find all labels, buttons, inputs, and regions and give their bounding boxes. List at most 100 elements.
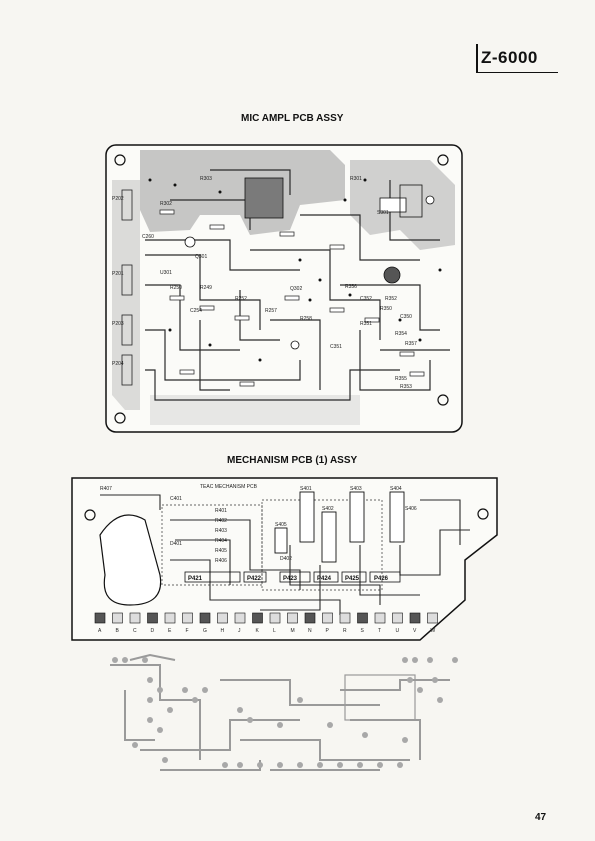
mic-pcb-title: MIC AMPL PCB ASSY [241, 113, 344, 124]
switch-label: S405 [275, 522, 287, 528]
terminal-pad [147, 612, 158, 624]
terminal-label: N [308, 628, 312, 634]
component-label: R351 [360, 321, 372, 327]
component-label: R352 [385, 296, 397, 302]
component-label: C401 [170, 496, 182, 502]
component-label: R250 [170, 285, 182, 291]
component-label: R354 [395, 331, 407, 337]
resistor-label: R401 [215, 508, 227, 514]
component-label: R258 [300, 316, 312, 322]
terminal-pad [392, 612, 403, 624]
terminal-pad [339, 612, 351, 624]
terminal-label: G [203, 628, 207, 634]
mount-hole-icon [437, 154, 449, 166]
component-label: P202 [112, 196, 124, 202]
component-label: Q302 [290, 286, 302, 292]
terminal-pad [357, 612, 368, 624]
terminal-pad [374, 612, 386, 624]
terminal-label: K [256, 628, 260, 634]
component-label: R249 [200, 285, 212, 291]
terminal-pad [164, 612, 176, 624]
component-label: R303 [200, 176, 212, 182]
connector-label: P421 [188, 576, 203, 582]
terminal-pad [322, 612, 333, 624]
terminal-label: C [133, 628, 137, 634]
terminal-label: H [221, 628, 225, 634]
component-label: R356 [345, 284, 357, 290]
terminal-pad [269, 612, 281, 624]
terminal-label: M [291, 628, 295, 634]
component-label: R350 [380, 306, 392, 312]
terminal-label: S [361, 628, 365, 634]
component-label: S301 [377, 210, 389, 216]
component-label: R407 [100, 486, 112, 492]
copper-pads [112, 657, 458, 768]
terminal-pad [217, 612, 228, 624]
component-label: P203 [112, 321, 124, 327]
component-label: D401 [170, 541, 182, 547]
terminal-label: T [378, 628, 381, 634]
resistor-label: R405 [215, 548, 227, 554]
switch-label: S401 [300, 486, 312, 492]
terminal-label: E [168, 628, 172, 634]
terminal-pad [94, 612, 106, 624]
component-label: R257 [265, 308, 277, 314]
component-label: R353 [400, 384, 412, 390]
terminal-pad [112, 612, 123, 624]
component-label: R355 [395, 376, 407, 382]
header-rule-horizontal [476, 72, 558, 73]
component-label: D402 [280, 556, 292, 562]
switch-label: S402 [322, 506, 334, 512]
mount-hole-icon [84, 509, 96, 521]
component-label: C350 [400, 314, 412, 320]
terminal-pad [234, 612, 246, 624]
terminal-pad [252, 612, 263, 624]
connector-label: P425 [345, 576, 360, 582]
terminal-pad [129, 612, 141, 624]
terminal-label: J [238, 628, 241, 634]
terminal-pad [182, 612, 193, 624]
mount-hole-icon [114, 154, 126, 166]
resistor-label: R402 [215, 518, 227, 524]
terminal-label: D [151, 628, 155, 634]
component-label: C351 [330, 344, 342, 350]
resistor-label: R404 [215, 538, 227, 544]
connector-label: P424 [317, 576, 332, 582]
connector-label: P423 [283, 576, 298, 582]
terminal-label: R [343, 628, 347, 634]
terminal-label: U [396, 628, 400, 634]
mech-pcb-title: MECHANISM PCB (1) ASSY [227, 455, 358, 466]
component-label: P204 [112, 361, 124, 367]
terminal-pad [287, 612, 298, 624]
component-label: R301 [350, 176, 362, 182]
connector-label: P422 [247, 576, 262, 582]
component-label: P201 [112, 271, 124, 277]
terminal-label: P [326, 628, 330, 634]
terminal-pad [304, 612, 316, 624]
component-label: R302 [160, 201, 172, 207]
mount-hole-icon [114, 412, 126, 424]
mount-hole-icon [437, 394, 449, 406]
terminal-pad [199, 612, 211, 624]
connector-label: P426 [374, 576, 389, 582]
terminal-pad [427, 612, 438, 624]
resistor-label: R406 [215, 558, 227, 564]
terminal-label: F [186, 628, 189, 634]
mech-pcb-copper-side [110, 653, 450, 771]
component-label: C352 [360, 296, 372, 302]
mount-hole-icon [477, 508, 489, 520]
component-label: R357 [405, 341, 417, 347]
terminal-label: A [98, 628, 102, 634]
terminal-pad [409, 612, 421, 624]
component-label: C260 [142, 234, 154, 240]
page-number: 47 [535, 812, 547, 823]
terminal-label: L [273, 628, 276, 634]
component-label: Q301 [195, 254, 207, 260]
switch-label: S404 [390, 486, 402, 492]
header-rule-vertical [476, 44, 478, 72]
component-label: C254 [190, 308, 202, 314]
terminal-label: W [431, 628, 436, 634]
